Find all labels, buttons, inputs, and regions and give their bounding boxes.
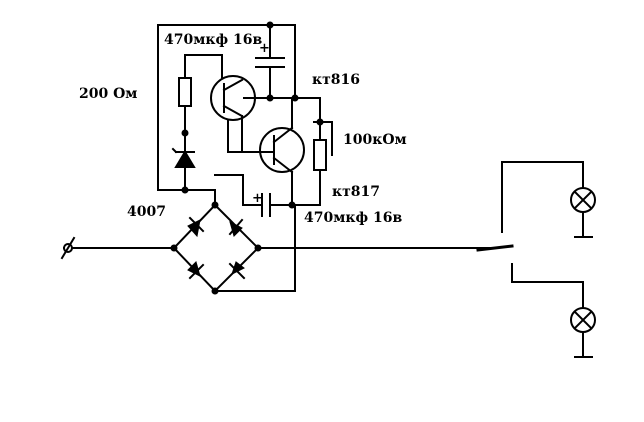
junction-dots [170,21,324,295]
diode-bridge [63,189,491,293]
switch-and-lamps [476,161,596,358]
zener-diode [171,144,196,191]
label-resistor-200: 200 Ом [79,86,137,102]
label-diode-4007: 4007 [127,204,166,220]
input-terminal [60,236,76,260]
label-transistor-kt817: кт817 [332,184,380,200]
transistor-kt817 [227,97,305,206]
plus-sign-top: + [259,41,270,56]
plus-sign-bottom: + [252,191,263,206]
label-cap-bottom: 470мкф 16в [304,210,402,226]
resistor-200-ohm [178,54,223,146]
label-transistor-kt816: кт816 [312,72,360,88]
transistor-kt816 [210,75,321,153]
label-cap-top: 470мкф 16в [164,32,262,48]
capacitor-bottom [214,174,293,217]
label-pot-100k: 100кОм [343,132,407,148]
